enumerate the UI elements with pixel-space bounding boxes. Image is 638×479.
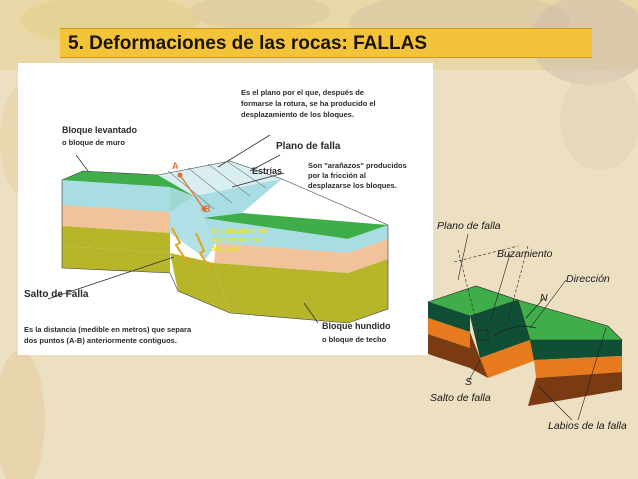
salto-desc-line-2: dos puntos (A-B) anteriormente contiguos… <box>24 336 177 345</box>
bloque-hundido-label: Bloque hundido <box>322 321 391 331</box>
desplazamiento-line-3: bloques <box>211 244 240 253</box>
plano-de-falla-label-right: Plano de falla <box>437 220 501 232</box>
desplazamiento-line-1: Desplazamiento <box>211 226 269 235</box>
labios-de-la-falla-label: Labios de la falla <box>548 420 627 432</box>
south-label: S <box>465 376 473 388</box>
buzamiento-label: Buzamiento <box>497 248 553 260</box>
title-bar: 5. Deformaciones de las rocas: FALLAS <box>60 28 592 58</box>
bloque-levantado-label: Bloque levantado <box>62 125 138 135</box>
desplazamiento-line-2: relativo de los <box>211 235 262 244</box>
point-a-label: A <box>172 161 179 171</box>
north-label: N <box>540 292 548 304</box>
estrias-desc-line-1: Son "arañazos" producidos <box>308 161 407 170</box>
direccion-label: Dirección <box>566 273 610 285</box>
bloque-techo-label: o bloque de techo <box>322 335 387 344</box>
slide-title: 5. Deformaciones de las rocas: FALLAS <box>68 33 428 54</box>
estrias-desc-line-2: por la fricción al <box>308 171 366 180</box>
plano-desc-line-1: Es el plano por el que, después de <box>241 88 364 97</box>
bloque-muro-label: o bloque de muro <box>62 138 125 147</box>
north-arrow-icon <box>525 297 545 319</box>
plano-de-falla-label: Plano de falla <box>276 141 341 152</box>
dip-angle-arc-icon <box>493 325 537 337</box>
fault-elements-diagram <box>427 233 623 421</box>
estrias-label: Estrías <box>252 166 283 176</box>
point-b-label: B <box>204 204 211 214</box>
fault-block-diagram <box>47 134 389 324</box>
plano-desc-line-2: formarse la rotura, se ha producido el <box>241 99 376 108</box>
estrias-desc-line-3: desplazarse los bloques. <box>308 181 397 190</box>
displacement-arrow-down-icon <box>195 232 211 270</box>
salto-de-falla-label: Salto de Falla <box>24 289 89 300</box>
salto-desc-line-1: Es la distancia (medible en metros) que … <box>24 325 192 334</box>
displacement-arrow-up-icon <box>171 227 189 264</box>
plano-desc-line-3: desplazamiento de los bloques. <box>241 110 354 119</box>
salto-de-falla-label-right: Salto de falla <box>430 392 491 404</box>
fault-diagram-panel: Es el plano por el que, después de forma… <box>18 63 433 355</box>
